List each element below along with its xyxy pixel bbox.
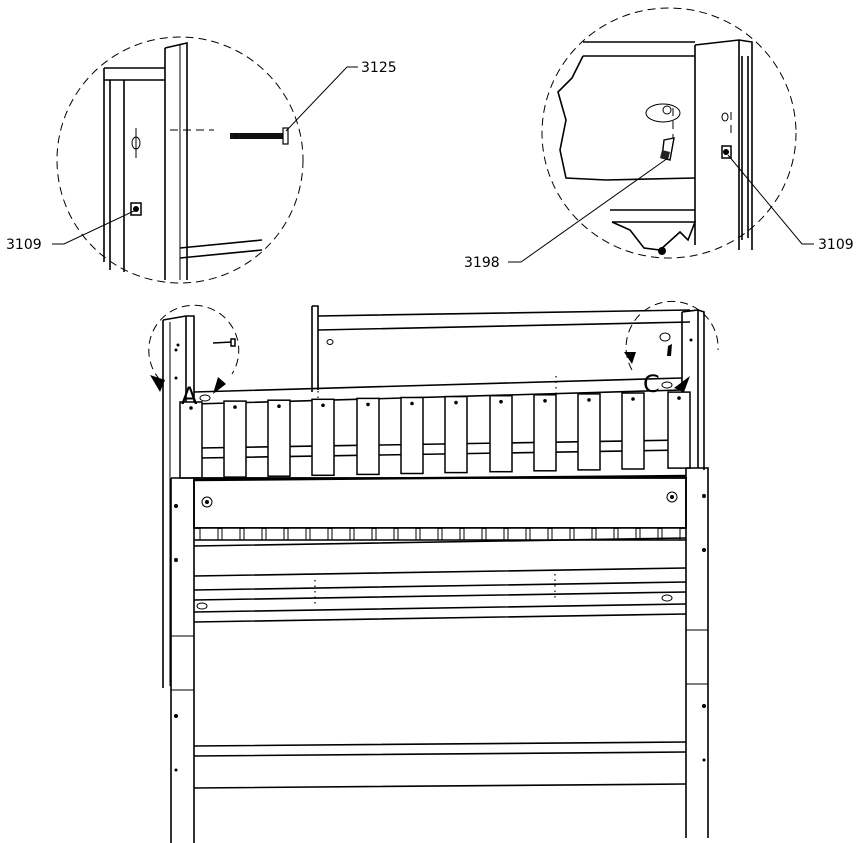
slat-hole	[543, 399, 547, 403]
part-label-3198: 3198	[464, 255, 500, 271]
part-label-3109-left: 3109	[6, 237, 42, 253]
upper-headboard	[311, 305, 691, 392]
leader-line-3109-right	[727, 154, 814, 245]
slat	[179, 401, 203, 479]
bracket-icon	[660, 137, 675, 161]
lower-slat	[199, 527, 219, 541]
slat-hole	[631, 397, 635, 401]
part-label-3125: 3125	[361, 60, 397, 76]
lower-slat	[463, 527, 483, 541]
slat	[400, 396, 424, 475]
front-rail-middle	[193, 537, 687, 577]
slat	[223, 400, 247, 478]
leader-line-3198	[508, 157, 669, 263]
right-leg	[685, 467, 709, 838]
barrel-nut-icon	[130, 202, 142, 216]
lower-slat	[419, 527, 439, 541]
arrow-icon	[213, 377, 226, 394]
slat-hole	[189, 406, 193, 410]
slat	[356, 397, 380, 476]
slat	[267, 399, 291, 477]
lower-slat	[221, 527, 241, 541]
slat-hole	[277, 404, 281, 409]
lower-slat	[397, 527, 417, 541]
arrow-icon	[674, 376, 690, 392]
post-left	[164, 41, 188, 280]
part-label-3109-right: 3109	[818, 237, 854, 253]
lower-slat-row	[199, 527, 681, 541]
slat	[577, 393, 601, 471]
lower-slat	[331, 527, 351, 541]
lower-slat	[485, 527, 505, 541]
arrow-icon	[150, 375, 165, 392]
front-rail-upper	[193, 477, 687, 529]
barrel-nut-icon	[721, 145, 732, 159]
callout-circle-left: A	[148, 304, 240, 410]
arrow-icon	[624, 352, 636, 364]
slat	[311, 398, 335, 477]
detail-view-left: 3125 3109	[6, 36, 397, 284]
slat	[489, 394, 513, 473]
slat	[533, 394, 557, 472]
slat	[621, 392, 645, 470]
lower-slat	[573, 527, 593, 541]
slat-hole	[321, 403, 325, 408]
screw-icon	[230, 127, 289, 145]
detail-view-right: 3198 3109	[464, 7, 854, 271]
bottom-rail	[193, 741, 687, 789]
slat-group	[179, 391, 691, 479]
lower-slat	[551, 527, 571, 541]
callout-circle-right: C	[624, 300, 719, 398]
detail-circle-left	[56, 36, 304, 284]
lower-slat	[507, 527, 527, 541]
slat-hole	[233, 405, 237, 409]
lower-rail	[193, 581, 687, 623]
slat-hole	[587, 398, 591, 402]
guard-rail	[193, 377, 683, 405]
lower-slat	[529, 527, 549, 541]
leader-line-3125	[285, 66, 358, 132]
detail-circle-right	[541, 7, 797, 259]
marker-a: A	[181, 382, 198, 410]
slat-hole	[677, 396, 681, 400]
slat	[444, 395, 468, 474]
left-leg	[170, 477, 195, 843]
lower-slat	[595, 527, 615, 541]
lower-slat	[265, 527, 285, 541]
bed-assembly	[162, 305, 709, 843]
lower-slat	[309, 527, 329, 541]
lower-slat	[243, 527, 263, 541]
slat-hole	[454, 400, 458, 405]
lower-slat	[441, 527, 461, 541]
lower-slat	[287, 527, 307, 541]
leader-line-3109-left	[52, 209, 137, 245]
left-post	[162, 315, 195, 688]
lower-slat	[353, 527, 373, 541]
slat-hole	[499, 399, 503, 404]
slat-hole	[366, 402, 370, 407]
marker-c: C	[643, 370, 660, 398]
lower-slat	[375, 527, 395, 541]
slat	[667, 391, 691, 469]
slat-hole	[410, 401, 414, 406]
hole-icon	[645, 103, 681, 123]
